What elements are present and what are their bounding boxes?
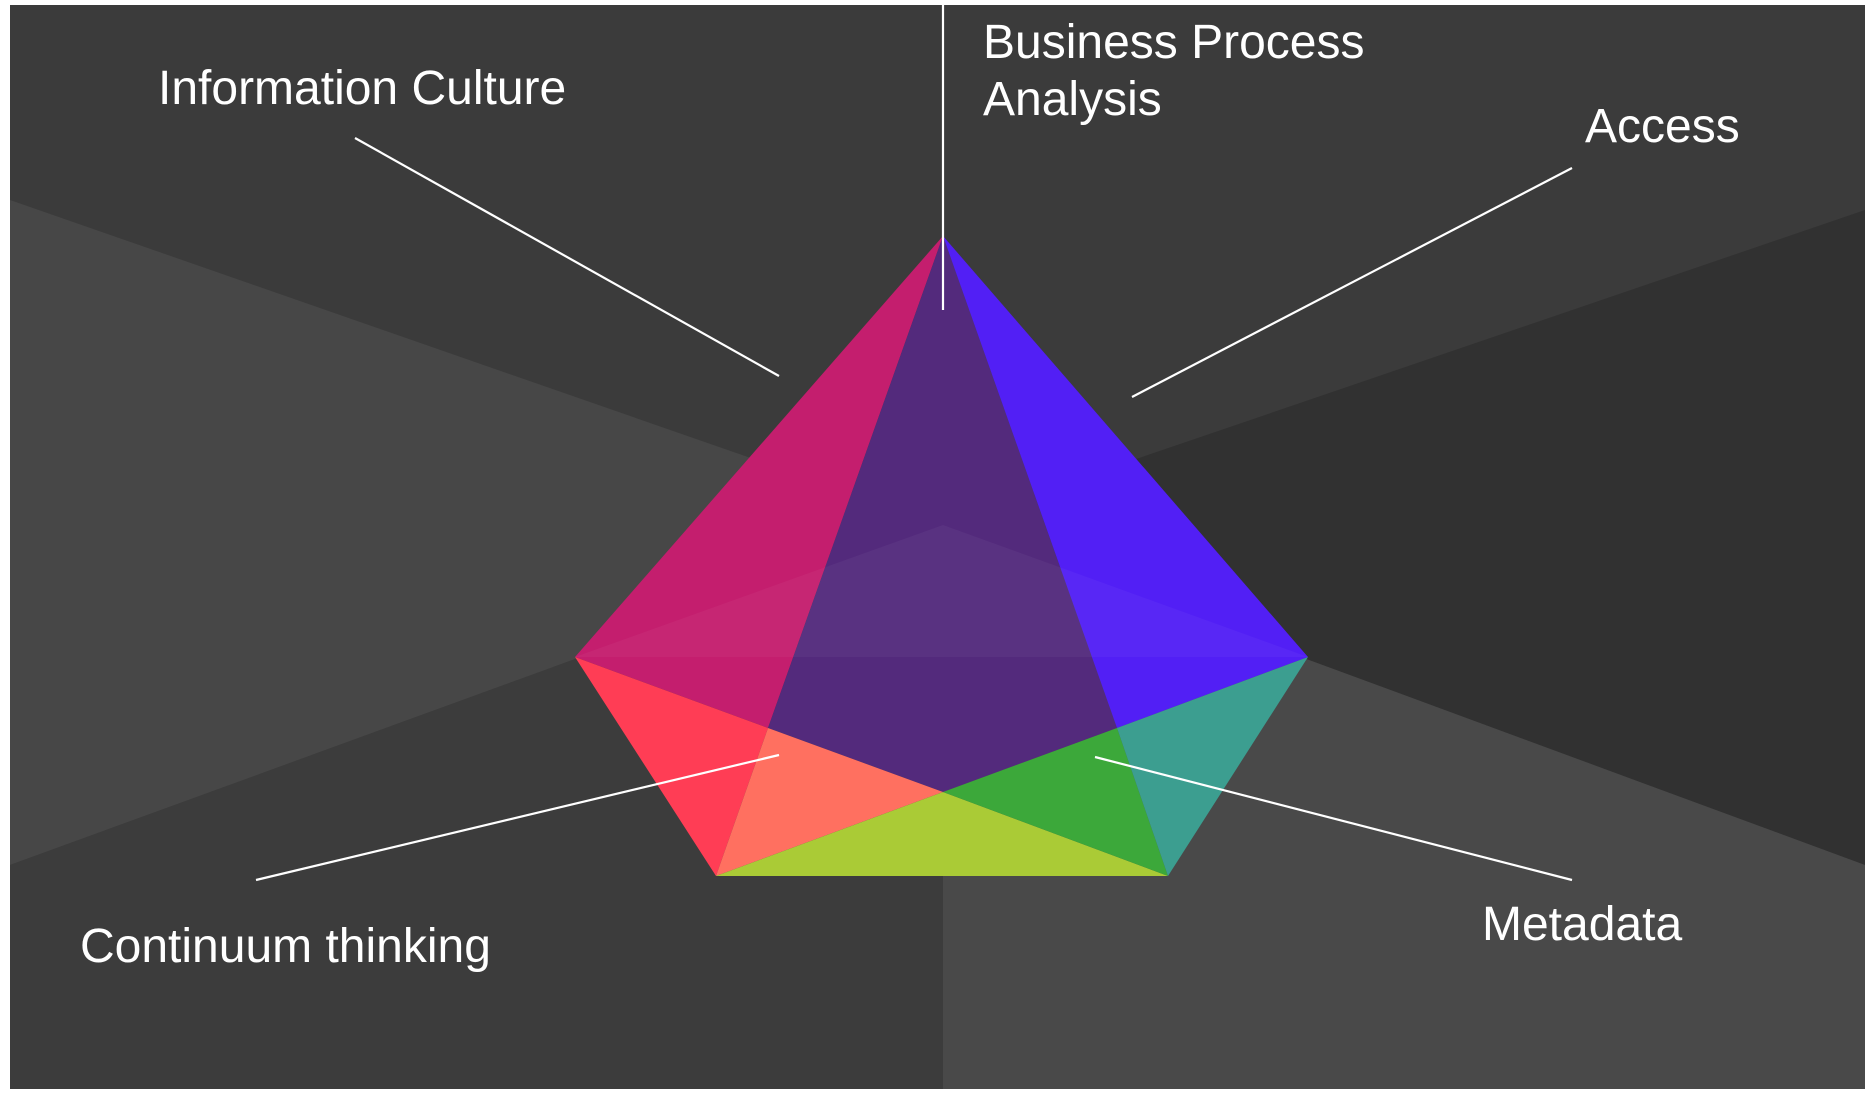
label-business-process-line2: Analysis [983, 73, 1162, 126]
connector-metadata [1094, 755, 1573, 882]
connector-lines [255, 0, 1573, 882]
gem-facet-blue [943, 236, 1308, 728]
label-business-process-line1: Business Process [983, 16, 1365, 69]
background-ray-right [943, 210, 1865, 865]
gem [575, 236, 1308, 876]
label-metadata: Metadata [1482, 898, 1683, 951]
connector-continuum-thinking [255, 753, 780, 882]
gem-sheen [575, 525, 1308, 657]
label-continuum-thinking: Continuum thinking [80, 920, 491, 973]
label-information-culture: Information Culture [158, 62, 567, 115]
gem-facet-purple [768, 236, 1117, 792]
gem-facet-magenta [575, 236, 943, 728]
connector-access [1131, 167, 1573, 398]
label-access: Access [1585, 100, 1740, 153]
gem-facet-green [943, 728, 1168, 876]
gem-facet-salmon [716, 728, 943, 876]
connector-information-culture [354, 137, 780, 377]
gem-facet-red [575, 657, 768, 876]
gem-facet-yellowgreen [716, 792, 1168, 876]
background-ray-left [10, 200, 943, 865]
gem-facet-teal [1117, 657, 1308, 876]
